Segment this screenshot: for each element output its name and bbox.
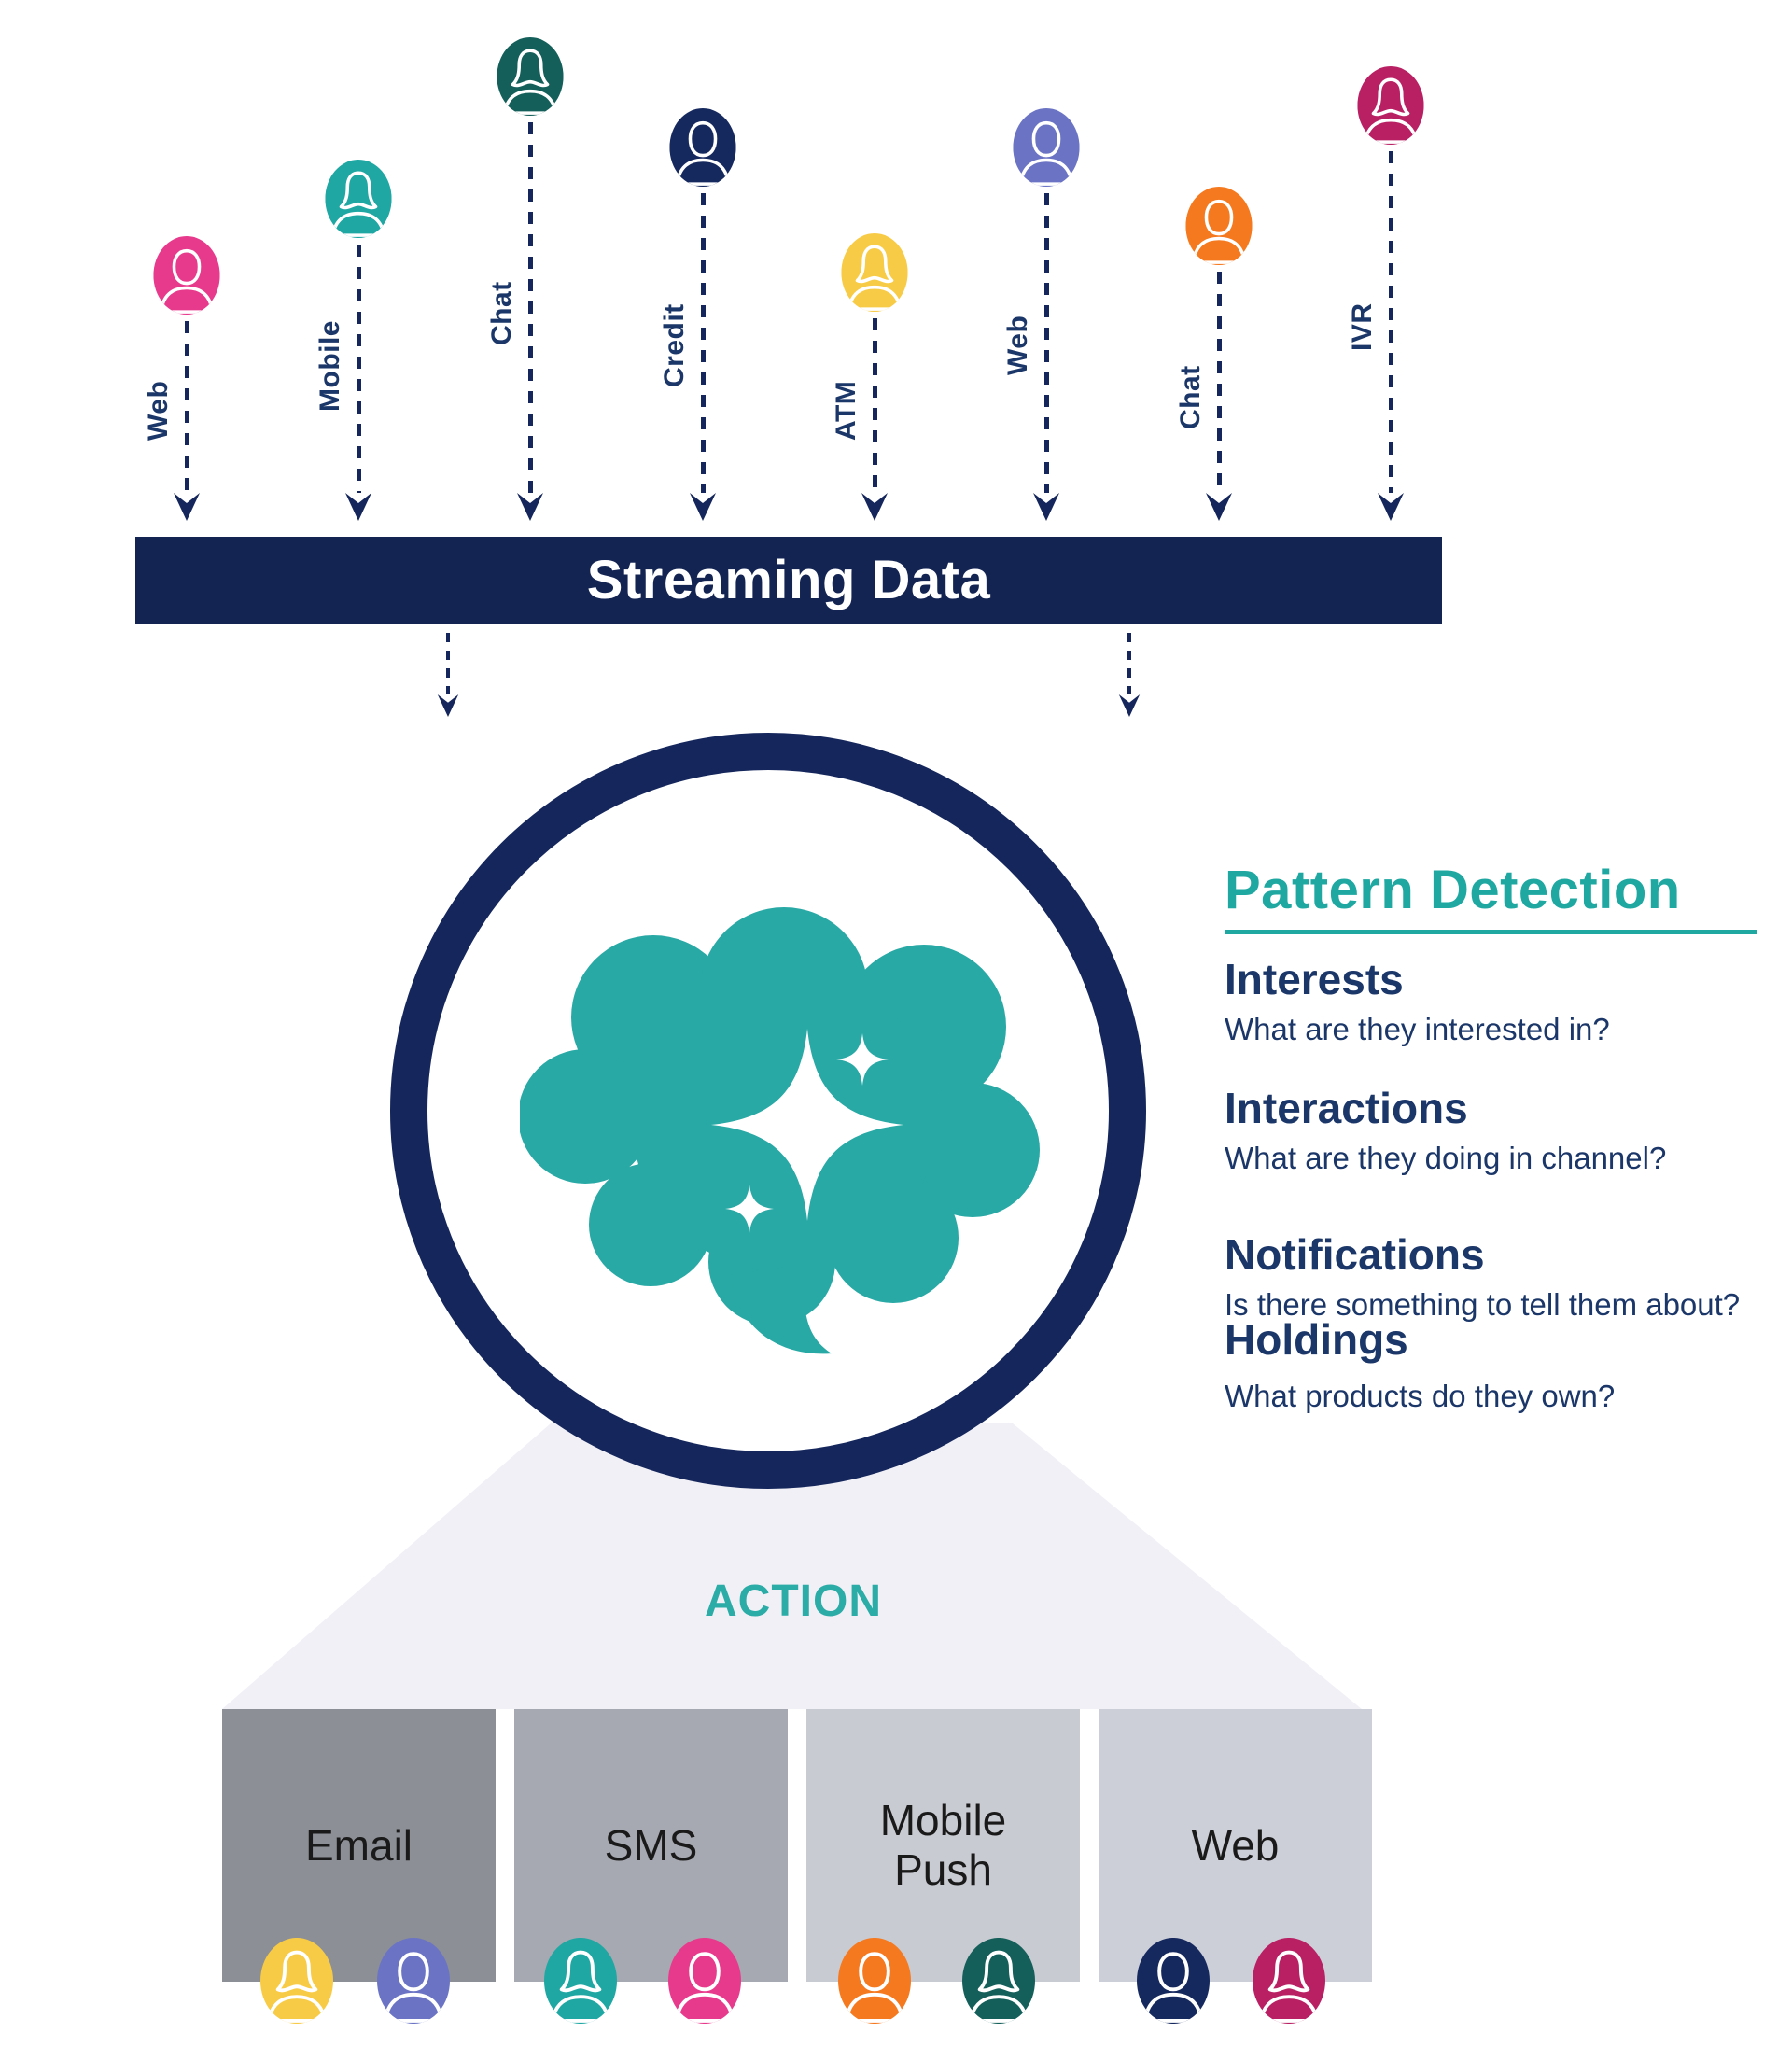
- action-box-label: Web: [1191, 1820, 1280, 1870]
- user-avatar-icon: [325, 160, 392, 238]
- streaming-data-bar: Streaming Data: [135, 537, 1442, 624]
- user-avatar-icon: [1185, 187, 1253, 265]
- brain-sparkle-icon: [520, 907, 1040, 1354]
- item-question-notifications: Is there something to tell them about?: [1225, 1287, 1741, 1322]
- arrow-down-icon: [688, 493, 718, 521]
- action-box-email: Email: [222, 1709, 496, 1982]
- item-title-holdings: Holdings: [1225, 1315, 1408, 1364]
- item-question-interests: What are they interested in?: [1225, 1012, 1610, 1046]
- flow-line: [873, 318, 877, 493]
- action-title: ACTION: [705, 1577, 882, 1626]
- user-avatar-icon: [1137, 1937, 1210, 2025]
- arrow-down-icon: [860, 493, 889, 521]
- user-avatar-icon: [377, 1937, 450, 2025]
- flow-line: [446, 633, 450, 694]
- flow-line: [1217, 272, 1222, 493]
- channel-label: IVR: [1347, 302, 1378, 351]
- flow-line: [701, 193, 706, 493]
- arrow-down-icon: [343, 493, 373, 521]
- user-avatar-icon: [153, 236, 220, 315]
- action-box-label: SMS: [604, 1820, 698, 1870]
- channel-label: Chat: [1175, 365, 1206, 430]
- flow-line: [1389, 151, 1393, 493]
- user-avatar-icon: [1253, 1937, 1325, 2025]
- item-title-notifications: Notifications: [1225, 1230, 1485, 1279]
- channel-label: Credit: [659, 303, 690, 387]
- streaming-data-label: Streaming Data: [586, 550, 991, 610]
- user-avatar-icon: [841, 233, 908, 312]
- sparkle-icons: [711, 1029, 903, 1233]
- channel-label: Chat: [486, 281, 517, 346]
- flow-line: [185, 321, 189, 493]
- channel-label: ATM: [831, 380, 861, 442]
- arrow-down-icon: [1376, 493, 1406, 521]
- channel-label: Mobile: [315, 320, 345, 412]
- arrow-down-icon: [436, 694, 460, 717]
- item-title-interests: Interests: [1225, 955, 1404, 1003]
- channel-label: Web: [143, 380, 174, 442]
- user-avatar-icon: [260, 1937, 333, 2025]
- user-avatar-icon: [497, 37, 564, 116]
- item-question-interactions: What are they doing in channel?: [1225, 1141, 1667, 1175]
- flow-line: [1044, 193, 1049, 493]
- arrow-down-icon: [1117, 694, 1141, 717]
- action-box-label: Mobile Push: [879, 1796, 1007, 1894]
- arrow-down-icon: [1204, 493, 1234, 521]
- channel-label: Web: [1002, 315, 1033, 376]
- action-box-sms: SMS: [514, 1709, 788, 1982]
- user-avatar-icon: [669, 108, 736, 187]
- title-underline: [1225, 930, 1757, 934]
- arrow-down-icon: [1031, 493, 1061, 521]
- action-box-label: Email: [304, 1820, 413, 1870]
- item-question-holdings: What products do they own?: [1225, 1379, 1616, 1413]
- item-title-interactions: Interactions: [1225, 1084, 1468, 1132]
- flow-line: [1127, 633, 1131, 694]
- arrow-down-icon: [172, 493, 202, 521]
- flow-line: [357, 245, 361, 493]
- flow-line: [528, 122, 533, 493]
- arrow-down-icon: [515, 493, 545, 521]
- user-avatar-icon: [1013, 108, 1080, 187]
- user-avatar-icon: [838, 1937, 911, 2025]
- action-box-web: Web: [1099, 1709, 1372, 1982]
- action-box-mobile-push: Mobile Push: [806, 1709, 1080, 1982]
- user-avatar-icon: [1357, 66, 1424, 145]
- user-avatar-icon: [668, 1937, 741, 2025]
- user-avatar-icon: [962, 1937, 1035, 2025]
- user-avatar-icon: [544, 1937, 617, 2025]
- pattern-detection-title: Pattern Detection: [1225, 860, 1681, 920]
